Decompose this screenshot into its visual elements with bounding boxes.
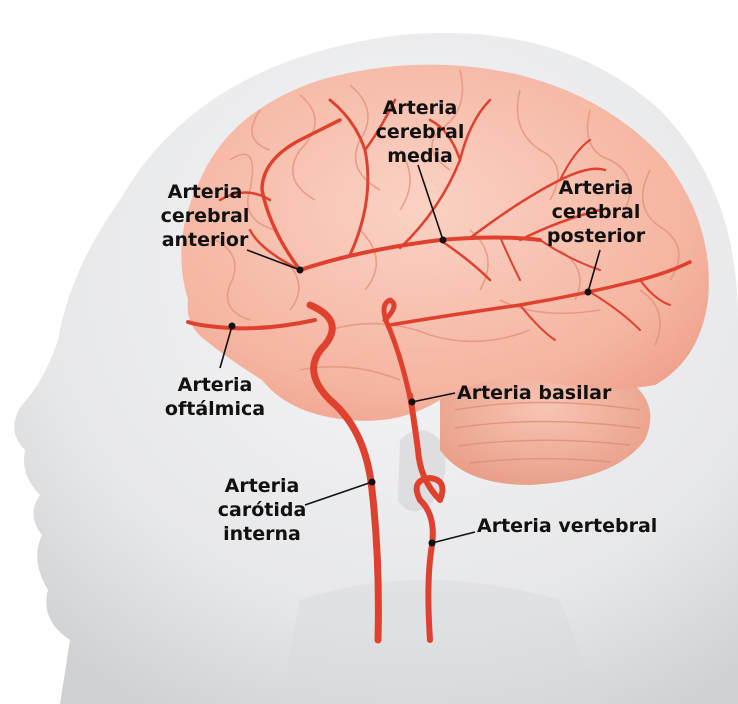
neck-shadow (280, 580, 600, 704)
label-media-line-3: media (387, 145, 453, 167)
label-carotida-line-2: carótida (218, 499, 307, 521)
label-media: Arteria cerebral media (376, 97, 465, 167)
label-posterior-line-1: Arteria (559, 177, 634, 199)
label-oftalmica-line-2: oftálmica (165, 398, 265, 420)
label-posterior-line-2: cerebral (552, 201, 641, 223)
label-oftalmica-line-1: Arteria (178, 374, 253, 396)
label-anterior: Arteria cerebral anterior (161, 181, 250, 251)
label-basilar-line-1: Arteria basilar (457, 382, 612, 404)
label-basilar: Arteria basilar (457, 382, 612, 404)
label-posterior-line-3: posterior (547, 225, 646, 247)
label-anterior-line-1: Arteria (168, 181, 243, 203)
label-carotida: Arteria carótida interna (218, 475, 307, 545)
label-carotida-line-1: Arteria (225, 475, 300, 497)
label-anterior-line-2: cerebral (161, 205, 250, 227)
label-carotida-line-3: interna (223, 523, 301, 545)
label-media-line-1: Arteria (383, 97, 458, 119)
label-anterior-line-3: anterior (162, 229, 249, 251)
label-media-line-2: cerebral (376, 121, 465, 143)
label-vertebral: Arteria vertebral (477, 515, 657, 537)
label-posterior: Arteria cerebral posterior (547, 177, 646, 247)
label-vertebral-line-1: Arteria vertebral (477, 515, 657, 537)
